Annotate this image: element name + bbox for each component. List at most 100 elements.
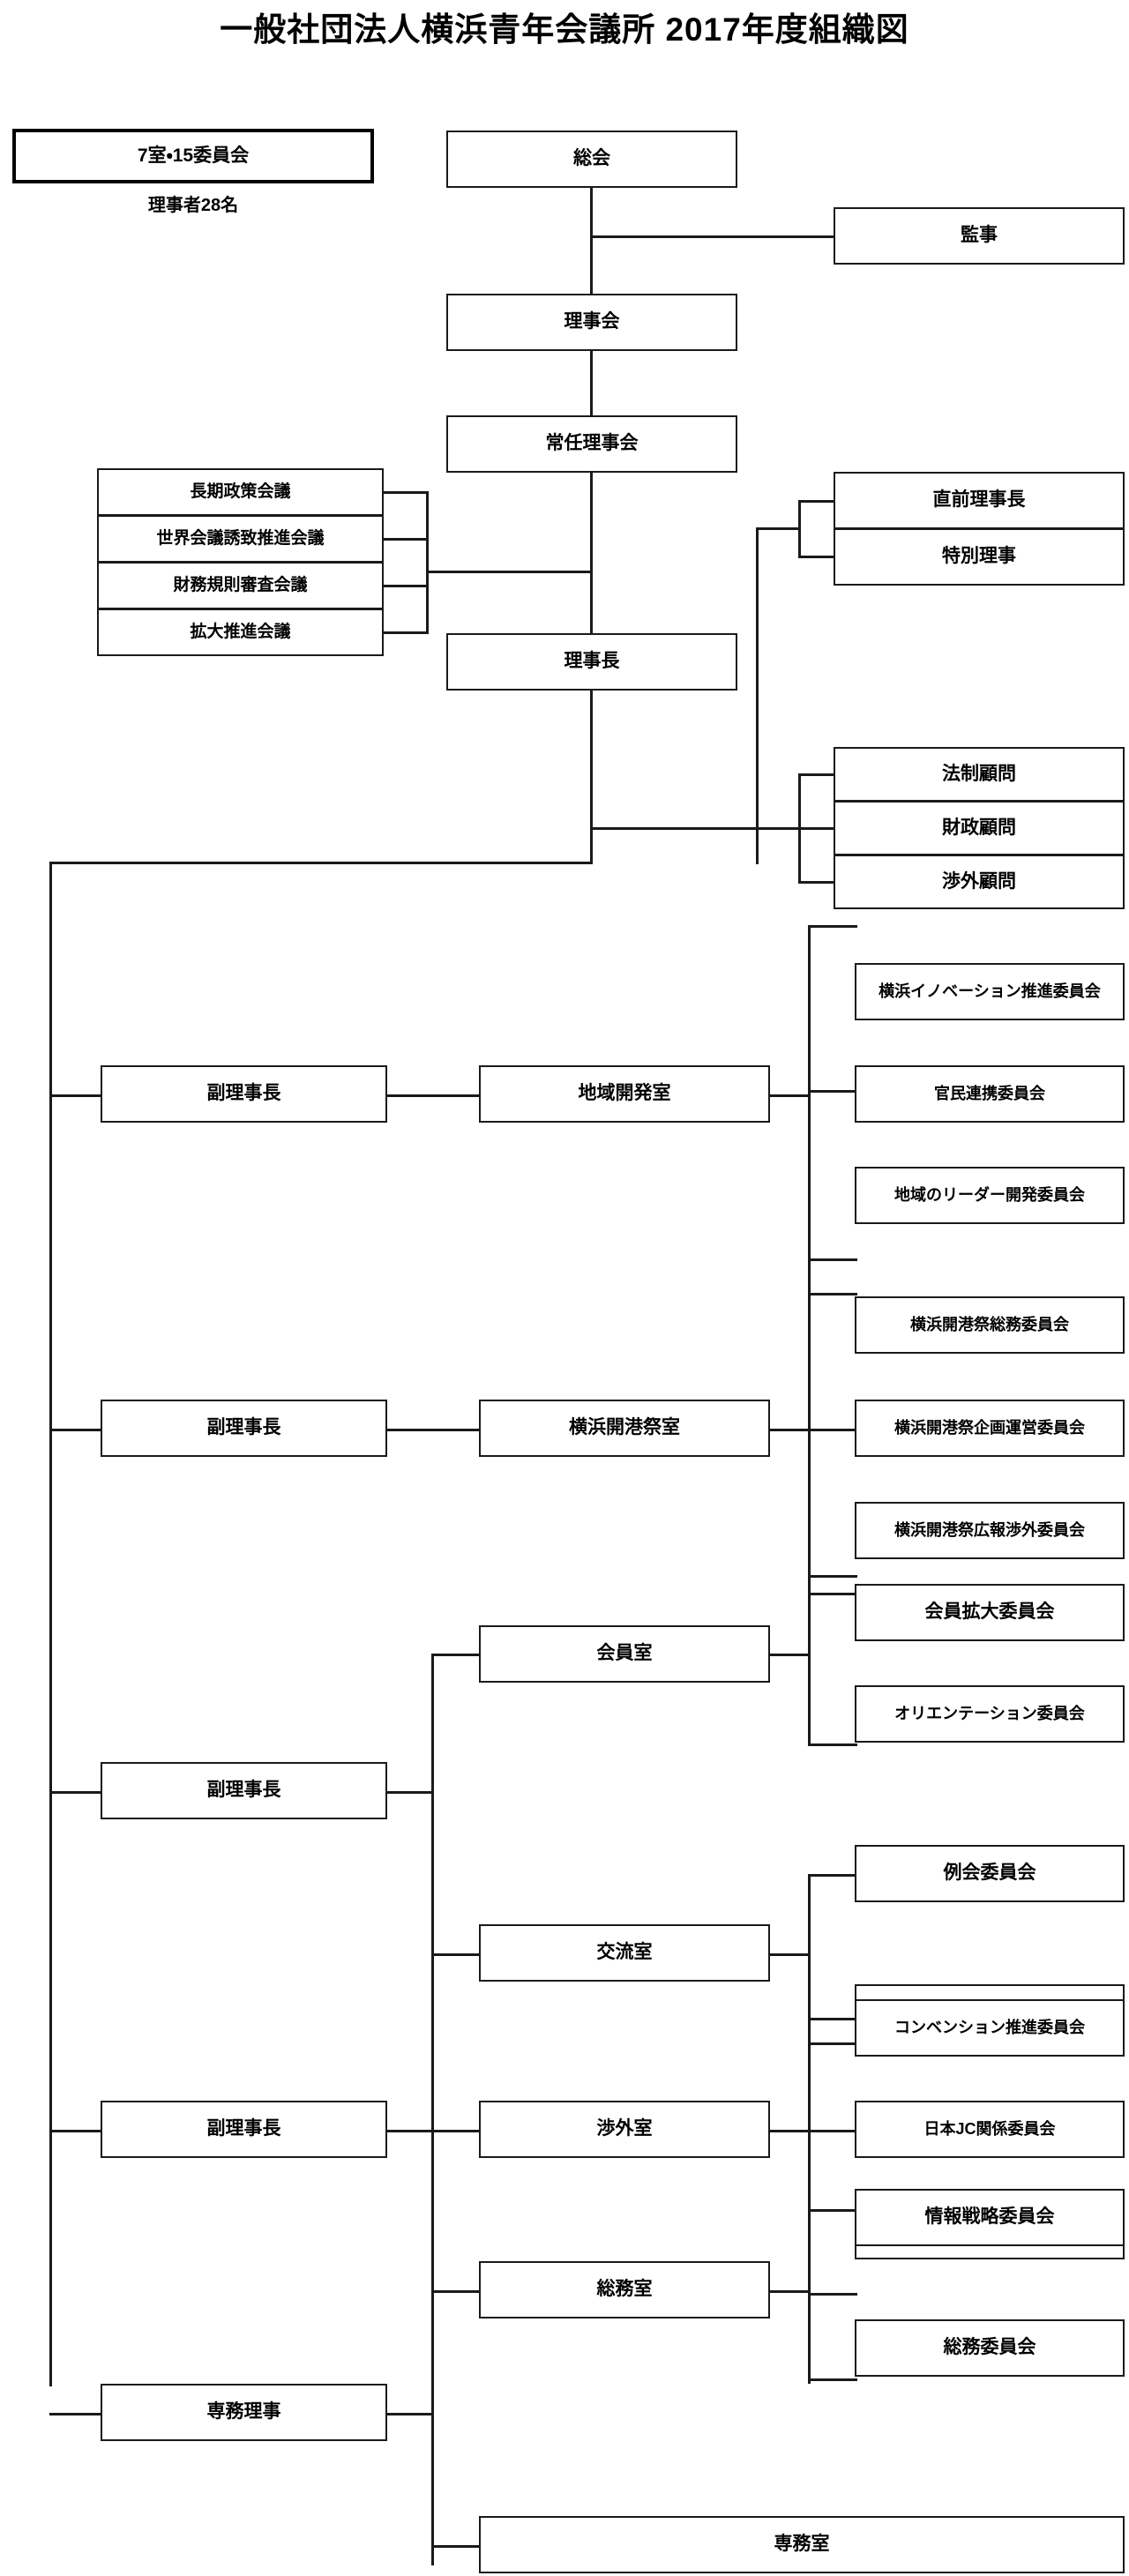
connector-room-to-committees-3-0 bbox=[767, 2130, 811, 2132]
room-box-4-1: 専務室 bbox=[479, 2516, 1125, 2573]
committee-label-3-0-0: コンベンション推進委員会 bbox=[894, 2019, 1085, 2037]
connector-room-stub-2-1 bbox=[431, 1953, 481, 1956]
connector-rooms-spine-down-2 bbox=[431, 1790, 434, 1956]
connector-assembly-to-board bbox=[590, 188, 593, 295]
committee-label-0-0-0: 横浜イノベーション推進委員会 bbox=[879, 982, 1101, 1001]
division-officer-box-4: 専務理事 bbox=[101, 2384, 387, 2441]
connector-committee-stub-1-0-2 bbox=[808, 1593, 857, 1595]
connector-board-to-standing bbox=[590, 351, 593, 418]
advisor-box-2: 渉外顧問 bbox=[834, 855, 1125, 909]
connector-room-to-committees-4-0 bbox=[767, 2290, 811, 2293]
committee-label-2-1-0: 例会委員会 bbox=[943, 1863, 1036, 1884]
advisor-box-1: 財政顧問 bbox=[834, 801, 1125, 855]
council-box-0: 長期政策会議 bbox=[97, 468, 384, 516]
connector-assembly-to-auditor bbox=[590, 235, 835, 238]
advisor-label-1: 財政顧問 bbox=[942, 817, 1016, 838]
division-officer-label-3: 副理事長 bbox=[206, 2118, 281, 2139]
room-label-4-0: 総務室 bbox=[596, 2279, 653, 2300]
council-box-1: 世界会議誘致推進会議 bbox=[97, 515, 384, 563]
connector-officer-to-room-1 bbox=[385, 1429, 482, 1431]
committee-box-4-0-0: 情報戦略委員会 bbox=[855, 2189, 1125, 2246]
division-officer-box-0: 副理事長 bbox=[101, 1065, 387, 1123]
room-label-0-0: 地域開発室 bbox=[578, 1083, 671, 1104]
committee-label-4-0-1: 総務委員会 bbox=[943, 2337, 1036, 2358]
committee-label-1-0-2: 横浜開港祭広報渉外委員会 bbox=[894, 1521, 1085, 1540]
board-of-directors-box: 理事会 bbox=[446, 294, 737, 351]
connector-council-stub-3 bbox=[384, 631, 429, 634]
connector-committee-spine-3-0 bbox=[808, 2018, 811, 2384]
committee-box-1-0-0: 横浜開港祭総務委員会 bbox=[855, 1296, 1125, 1354]
standing-board-label: 常任理事会 bbox=[545, 433, 639, 454]
room-label-4-1: 専務室 bbox=[774, 2534, 830, 2555]
connector-committee-stub-4-0-0 bbox=[808, 2209, 857, 2212]
special-director-box-1: 特別理事 bbox=[834, 528, 1125, 586]
division-officer-label-2: 副理事長 bbox=[206, 1780, 281, 1801]
division-officer-box-3: 副理事長 bbox=[101, 2101, 387, 2158]
division-officer-label-1: 副理事長 bbox=[206, 1417, 281, 1438]
room-label-2-1: 交流室 bbox=[596, 1942, 653, 1963]
summary-officers-caption: 理事者28名 bbox=[147, 196, 239, 215]
division-officer-box-2: 副理事長 bbox=[101, 1762, 387, 1819]
standing-board-box: 常任理事会 bbox=[446, 415, 737, 473]
committee-box-0-0-1: 官民連携委員会 bbox=[855, 1065, 1125, 1123]
connector-committee-spine-4-0 bbox=[808, 2209, 811, 2380]
committee-label-2-0-0: 会員拡大委員会 bbox=[924, 1602, 1055, 1623]
connector-division-stub-4 bbox=[49, 2413, 103, 2415]
connector-committee-stub-2-0-0 bbox=[808, 1575, 857, 1578]
connector-rooms-spine-4 bbox=[431, 2290, 434, 2565]
summary-rooms-committees-label: 7室・15委員会 bbox=[137, 145, 250, 166]
connector-council-stub-1 bbox=[384, 538, 429, 541]
general-assembly-label: 総会 bbox=[573, 148, 610, 169]
advisor-label-0: 法制顧問 bbox=[942, 763, 1016, 784]
connector-committee-stub-0-0-0 bbox=[808, 925, 857, 928]
committee-label-0-0-2: 地域のリーダー開発委員会 bbox=[894, 1186, 1085, 1205]
connector-committee-stub-0-0-2 bbox=[808, 1258, 857, 1261]
committee-label-1-0-0: 横浜開港祭総務委員会 bbox=[910, 1316, 1069, 1334]
advisor-label-2: 渉外顧問 bbox=[942, 870, 1016, 892]
connector-room-stub-4-1 bbox=[431, 2545, 481, 2548]
committee-box-2-1-0: 例会委員会 bbox=[855, 1845, 1125, 1902]
connector-rooms-spine-2 bbox=[431, 1790, 434, 2315]
committee-box-2-0-1: オリエンテーション委員会 bbox=[855, 1685, 1125, 1743]
committee-label-2-0-1: オリエンテーション委員会 bbox=[894, 1705, 1085, 1723]
committee-box-1-0-2: 横浜開港祭広報渉外委員会 bbox=[855, 1502, 1125, 1559]
room-box-4-0: 総務室 bbox=[479, 2261, 770, 2318]
connector-room-to-committees-2-1 bbox=[767, 1953, 811, 1956]
room-label-1-0: 横浜開港祭室 bbox=[569, 1417, 680, 1438]
connector-committee-stub-2-1-0 bbox=[808, 1874, 857, 1877]
committee-label-1-0-1: 横浜開港祭企画運営委員会 bbox=[894, 1419, 1085, 1437]
connector-special-director-stub-1 bbox=[798, 556, 836, 558]
committee-box-3-0-1: 日本JC関係委員会 bbox=[855, 2101, 1125, 2158]
connector-room-stub-4-0 bbox=[431, 2290, 481, 2293]
committee-label-0-0-1: 官民連携委員会 bbox=[934, 1085, 1045, 1103]
connector-officer-to-room-0 bbox=[385, 1094, 482, 1097]
connector-committee-spine-up-0-0 bbox=[808, 925, 811, 1093]
connector-room-to-committees-1-0 bbox=[767, 1429, 811, 1431]
connector-rooms-spine-up-2 bbox=[431, 1654, 434, 1795]
council-box-3: 拡大推進会議 bbox=[97, 609, 384, 656]
room-label-3-0: 渉外室 bbox=[596, 2118, 653, 2139]
connector-advisor-stub-1 bbox=[798, 827, 836, 830]
council-label-3: 拡大推進会議 bbox=[190, 623, 291, 642]
division-officer-label-0: 副理事長 bbox=[206, 1083, 281, 1104]
summary-rooms-committees-box: 7室・15委員会 bbox=[12, 129, 374, 183]
committee-box-2-0-0: 会員拡大委員会 bbox=[855, 1584, 1125, 1641]
connector-committee-spine-2-0 bbox=[808, 1575, 811, 1746]
connector-special-director-stub-0 bbox=[798, 500, 836, 503]
board-of-directors-label: 理事会 bbox=[564, 311, 620, 332]
connector-room-to-committees-0-0 bbox=[767, 1094, 811, 1097]
division-officer-label-4: 専務理事 bbox=[206, 2401, 281, 2423]
special-director-label-1: 特別理事 bbox=[942, 546, 1016, 567]
council-label-2: 財務規則審査会議 bbox=[173, 576, 308, 595]
connector-division-stub-3 bbox=[49, 2130, 103, 2132]
connector-trunk-horizontal bbox=[49, 862, 593, 864]
connector-division-stub-2 bbox=[49, 1791, 103, 1794]
committee-box-1-0-1: 横浜開港祭企画運営委員会 bbox=[855, 1400, 1125, 1457]
connector-standing-to-president bbox=[590, 473, 593, 636]
room-label-2-0: 会員室 bbox=[596, 1643, 653, 1664]
division-officer-box-1: 副理事長 bbox=[101, 1400, 387, 1457]
connector-officer-to-room-3 bbox=[385, 2130, 482, 2132]
connector-officer-to-rooms-2 bbox=[385, 1791, 434, 1794]
connector-committee-stub-4-0-1 bbox=[808, 2378, 857, 2381]
